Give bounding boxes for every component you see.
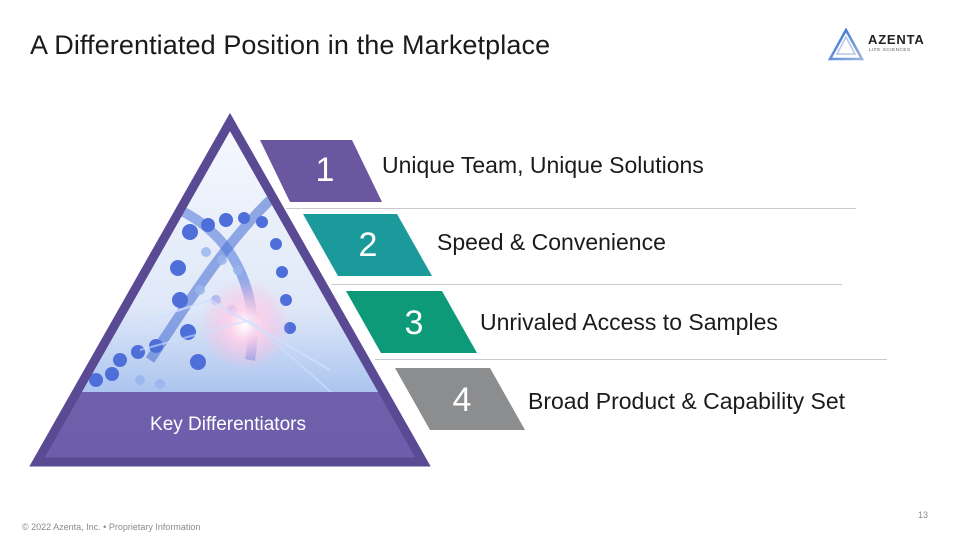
dna-helix-icon	[89, 196, 341, 401]
azenta-logo-icon	[827, 27, 865, 61]
step-1-chevron	[260, 140, 382, 202]
logo-wordmark: AZENTA	[868, 32, 925, 47]
step-number-3: 3	[404, 304, 424, 342]
step-2-chevron	[303, 214, 432, 276]
step-number-2: 2	[358, 226, 378, 264]
step-4-chevron	[395, 368, 525, 430]
logo-subtitle: LIFE SCIENCES	[869, 47, 911, 52]
page-number: 13	[917, 510, 928, 520]
divider-1	[286, 208, 856, 209]
divider-2	[332, 284, 842, 285]
azenta-logo: AZENTA LIFE SCIENCES	[827, 27, 938, 62]
step-number-1: 1	[315, 151, 335, 189]
differentiator-4: Broad Product & Capability Set	[528, 388, 846, 414]
footer-copyright: © 2022 Azenta, Inc. • Proprietary Inform…	[22, 522, 201, 532]
step-3-chevron	[346, 291, 477, 353]
pyramid-label: Key Differentiators	[150, 414, 306, 435]
differentiator-3: Unrivaled Access to Samples	[480, 309, 778, 335]
pyramid-label-band	[37, 392, 423, 462]
differentiator-1: Unique Team, Unique Solutions	[382, 152, 704, 178]
slide-title: A Differentiated Position in the Marketp…	[30, 30, 551, 60]
pyramid-border	[29, 112, 431, 467]
differentiator-2: Speed & Convenience	[437, 229, 666, 255]
divider-3	[375, 359, 887, 360]
step-number-4: 4	[452, 381, 472, 419]
